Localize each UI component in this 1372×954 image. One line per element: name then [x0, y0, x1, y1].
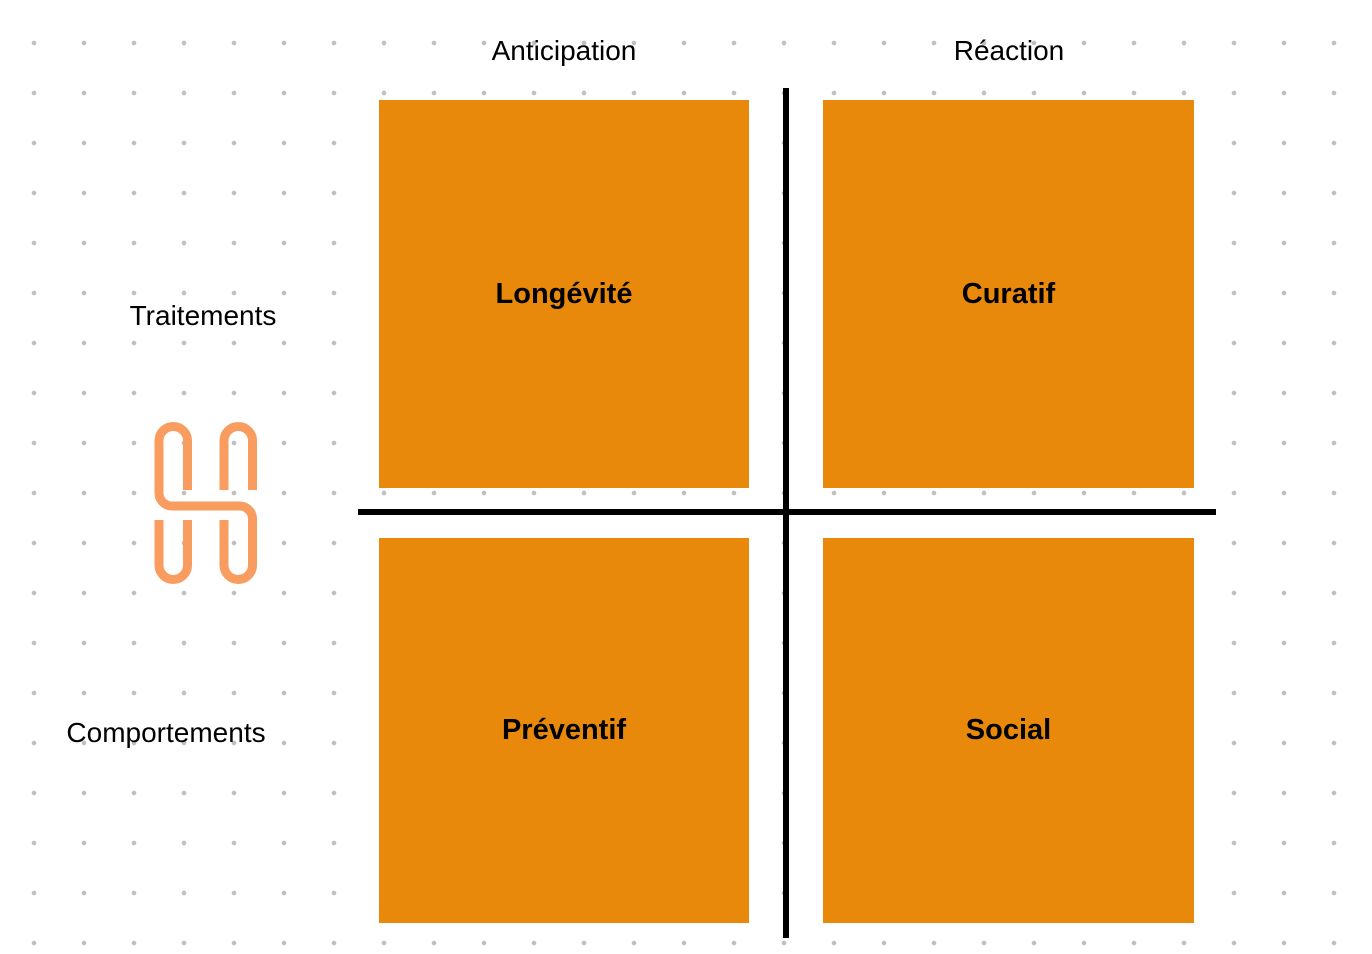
quadrant-label: Curatif	[961, 277, 1056, 310]
quadrant-social[interactable]: Social	[823, 538, 1194, 923]
logo-u-path	[154, 520, 192, 584]
column-header-anticipation[interactable]: Anticipation	[491, 35, 637, 66]
quadrant-longevite[interactable]: Longévité	[379, 100, 749, 488]
quadrant-label: Préventif	[501, 714, 627, 746]
quadrant-label: Social	[965, 714, 1052, 746]
quadrant-label: Longévité	[495, 277, 633, 310]
row-header-traitements[interactable]: Traitements	[129, 300, 277, 331]
row-header-comportements[interactable]: Comportements	[66, 717, 266, 748]
quadrant-curatif[interactable]: Curatif	[823, 100, 1194, 488]
logo-serpentine-path	[154, 422, 257, 584]
horizontal-axis-line[interactable]	[358, 509, 1216, 515]
s-monogram-logo[interactable]	[152, 421, 259, 585]
quadrant-preventif[interactable]: Préventif	[379, 538, 749, 923]
column-header-reaction[interactable]: Réaction	[953, 35, 1065, 66]
logo-arch-path	[219, 422, 257, 490]
